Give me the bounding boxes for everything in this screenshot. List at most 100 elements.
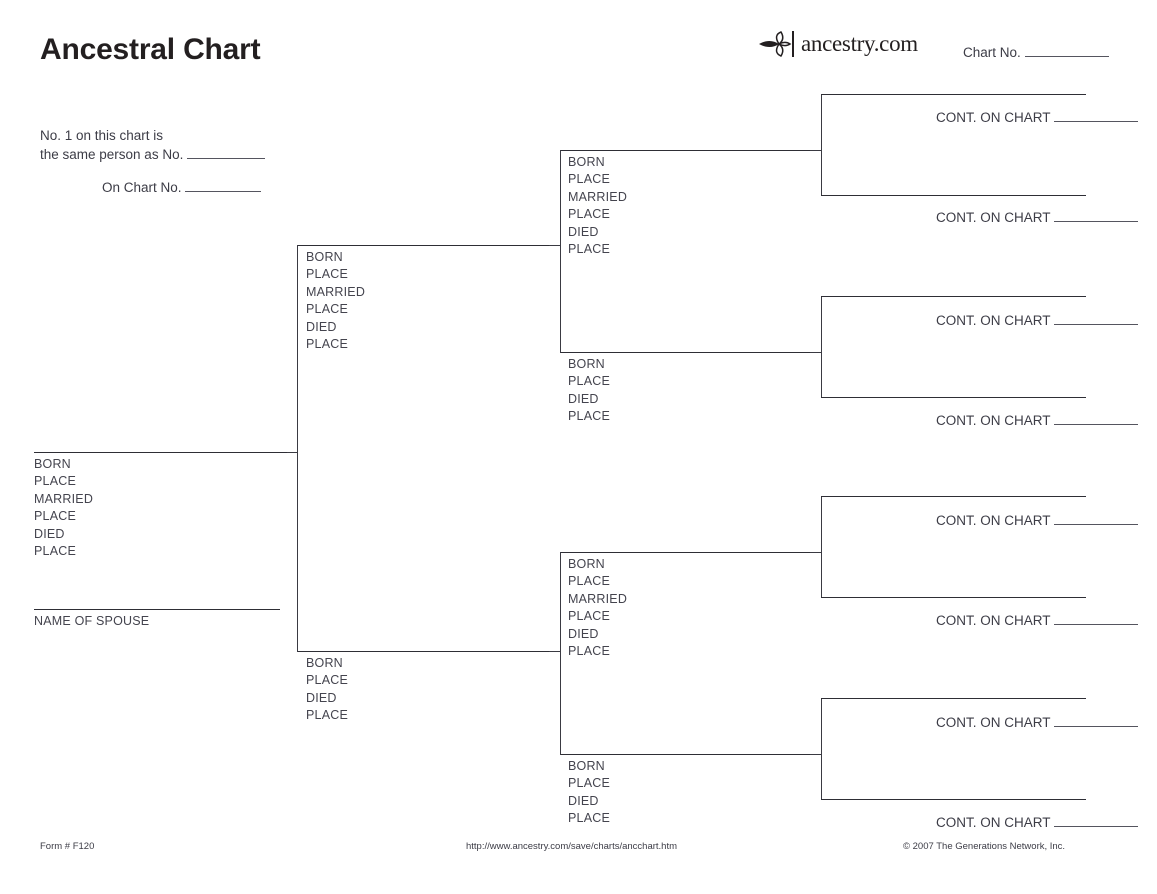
gen3-mgf-field-place3: PLACE xyxy=(568,644,610,659)
gen3-mgm-field-died: DIED xyxy=(568,793,599,808)
gen4-p2-cont[interactable]: CONT. ON CHART xyxy=(936,210,1139,225)
gen1-field-born: BORN xyxy=(34,457,71,471)
gen4-p4-cont-blank[interactable] xyxy=(1054,413,1139,425)
gen2-mother-field-born: BORN xyxy=(306,656,343,670)
ancestry-logo-text: ancestry.com xyxy=(801,31,918,56)
gen4-p2-cont-label: CONT. ON CHART xyxy=(936,210,1051,225)
gen3-mgm-field-place2: PLACE xyxy=(568,811,610,826)
gen3-mgm-to-gen4-stem xyxy=(810,754,822,755)
gen3-mgm-name-line[interactable] xyxy=(561,754,821,756)
ancestry-leaf-icon xyxy=(759,31,794,57)
gen4-p1-cont-blank[interactable] xyxy=(1054,110,1139,122)
gen4-p5-name-line[interactable] xyxy=(821,496,1086,498)
gen3-pgm-field-born: BORN xyxy=(568,357,605,371)
gen3-mgf-to-gen4-stem xyxy=(810,552,822,553)
gen4-p8-cont-blank[interactable] xyxy=(1054,815,1139,827)
gen1-name-line[interactable] xyxy=(34,452,287,454)
note-line-1: No. 1 on this chart is xyxy=(40,128,164,143)
chart-no-blank[interactable] xyxy=(1024,45,1109,57)
page-title: Ancestral Chart xyxy=(40,33,261,66)
gen4-p7-cont[interactable]: CONT. ON CHART xyxy=(936,715,1139,730)
gen4-p4-cont[interactable]: CONT. ON CHART xyxy=(936,413,1139,428)
gen4-p6-cont-blank[interactable] xyxy=(1054,613,1139,625)
gen3-pgf-field-married: MARRIED xyxy=(568,189,628,204)
gen2-mother-field-died: DIED xyxy=(306,690,337,705)
gen3-pgf-field-place2: PLACE xyxy=(568,207,610,222)
note-line-3: On Chart No. xyxy=(40,178,265,197)
gen3-mgf-field-married: MARRIED xyxy=(568,591,628,606)
gen3-upper-bracket-vline xyxy=(560,150,561,353)
gen1-to-gen2-stem xyxy=(287,452,298,453)
gen2-mother-to-gen3-stem xyxy=(549,651,561,652)
gen1-spouse-label: NAME OF SPOUSE xyxy=(34,614,150,628)
chart-no-field[interactable]: Chart No. xyxy=(963,45,1109,60)
gen4-bracket1-vline xyxy=(821,94,822,195)
gen4-bracket2-vline xyxy=(821,296,822,397)
gen4-p6-name-line[interactable] xyxy=(821,597,1086,599)
ancestry-logo: ancestry.com xyxy=(757,31,918,57)
footer-form-number: Form # F120 xyxy=(40,841,95,852)
gen1-field-place1: PLACE xyxy=(34,474,76,489)
gen3-mgf-name-line[interactable] xyxy=(561,552,821,554)
gen4-p7-cont-blank[interactable] xyxy=(1054,715,1139,727)
gen2-father-name-line[interactable] xyxy=(298,245,560,247)
gen4-p6-cont[interactable]: CONT. ON CHART xyxy=(936,613,1139,628)
gen3-mgf-field-place2: PLACE xyxy=(568,609,610,624)
gen4-p3-cont-blank[interactable] xyxy=(1054,313,1139,325)
gen4-p3-name-line[interactable] xyxy=(821,296,1086,298)
gen2-mother-field-place2: PLACE xyxy=(306,708,348,723)
gen2-father-to-gen3-stem xyxy=(549,245,561,246)
gen2-father-field-born: BORN xyxy=(306,250,343,264)
gen3-pgf-to-gen4-stem xyxy=(810,150,822,151)
gen4-p4-cont-label: CONT. ON CHART xyxy=(936,413,1051,428)
footer-url[interactable]: http://www.ancestry.com/save/charts/ancc… xyxy=(466,841,678,852)
gen4-p1-name-line[interactable] xyxy=(821,94,1086,96)
gen4-p5-cont-label: CONT. ON CHART xyxy=(936,513,1051,528)
gen1-field-place3: PLACE xyxy=(34,544,76,559)
gen3-pgm-name-line[interactable] xyxy=(561,352,821,354)
gen4-p1-cont[interactable]: CONT. ON CHART xyxy=(936,110,1139,125)
gen4-p7-name-line[interactable] xyxy=(821,698,1086,700)
gen3-mgm-field-born: BORN xyxy=(568,759,605,773)
gen2-mother-name-line[interactable] xyxy=(298,651,560,653)
gen3-pgm-field-place2: PLACE xyxy=(568,409,610,424)
note-line-3-label: On Chart No. xyxy=(102,180,182,195)
gen3-pgf-fields: BORN PLACE MARRIED PLACE DIED PLACE xyxy=(568,154,627,258)
gen4-p2-cont-blank[interactable] xyxy=(1054,210,1139,222)
gen4-p5-cont[interactable]: CONT. ON CHART xyxy=(936,513,1139,528)
gen4-bracket4-vline xyxy=(821,698,822,799)
gen4-p8-cont-label: CONT. ON CHART xyxy=(936,815,1051,830)
gen3-pgm-field-died: DIED xyxy=(568,391,599,406)
gen3-pgm-fields: BORN PLACE DIED PLACE xyxy=(568,356,610,426)
gen2-mother-field-place1: PLACE xyxy=(306,673,348,688)
gen4-p5-cont-blank[interactable] xyxy=(1054,513,1139,525)
gen4-p6-cont-label: CONT. ON CHART xyxy=(936,613,1051,628)
gen3-mgf-field-born: BORN xyxy=(568,557,605,571)
gen1-fields: BORN PLACE MARRIED PLACE DIED PLACE xyxy=(34,456,93,560)
same-person-no-blank[interactable] xyxy=(187,147,266,159)
gen4-p7-cont-label: CONT. ON CHART xyxy=(936,715,1051,730)
gen2-father-field-place1: PLACE xyxy=(306,267,348,282)
gen2-bracket-vline xyxy=(297,245,298,652)
gen3-pgf-name-line[interactable] xyxy=(561,150,821,152)
gen4-p1-cont-label: CONT. ON CHART xyxy=(936,110,1051,125)
gen4-p8-cont[interactable]: CONT. ON CHART xyxy=(936,815,1139,830)
gen4-p3-cont-label: CONT. ON CHART xyxy=(936,313,1051,328)
gen3-mgm-fields: BORN PLACE DIED PLACE xyxy=(568,758,610,828)
gen3-pgm-field-place1: PLACE xyxy=(568,374,610,389)
gen4-p2-name-line[interactable] xyxy=(821,195,1086,197)
gen1-field-died: DIED xyxy=(34,526,65,541)
gen4-p4-name-line[interactable] xyxy=(821,397,1086,399)
gen2-father-fields: BORN PLACE MARRIED PLACE DIED PLACE xyxy=(306,249,365,353)
same-person-note: No. 1 on this chart is the same person a… xyxy=(40,126,266,197)
gen3-pgm-to-gen4-stem xyxy=(810,352,822,353)
note-line-2-label: the same person as No. xyxy=(40,147,184,162)
gen3-mgf-field-died: DIED xyxy=(568,626,599,641)
on-chart-no-blank[interactable] xyxy=(185,180,262,192)
gen4-p3-cont[interactable]: CONT. ON CHART xyxy=(936,313,1139,328)
gen3-mgf-fields: BORN PLACE MARRIED PLACE DIED PLACE xyxy=(568,556,627,660)
gen1-spouse-line[interactable] xyxy=(34,609,280,611)
gen2-mother-fields: BORN PLACE DIED PLACE xyxy=(306,655,348,725)
gen4-p8-name-line[interactable] xyxy=(821,799,1086,801)
